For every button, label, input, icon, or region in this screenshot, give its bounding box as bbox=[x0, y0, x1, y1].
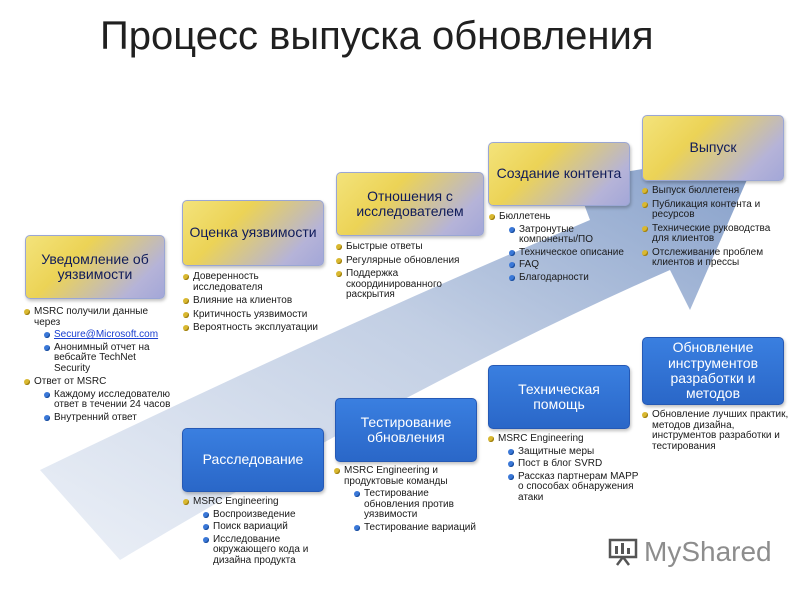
list-item: MSRC Engineering и продуктовые команды Т… bbox=[334, 465, 479, 534]
list-item: Обновление лучших практик, методов дизай… bbox=[642, 409, 792, 452]
stage-notification: Уведомление об уязвимости bbox=[25, 235, 165, 299]
list-item: Анонимный отчет на вебсайте TechNet Secu… bbox=[44, 342, 174, 375]
page-title: Процесс выпуска обновления bbox=[100, 14, 654, 58]
stage-label: Создание контента bbox=[496, 165, 622, 182]
list-item: Защитные меры bbox=[508, 446, 646, 458]
email-link[interactable]: Secure@Microsoft.com bbox=[54, 329, 159, 340]
list-item: Поддержка скоординированного раскрытия bbox=[336, 268, 481, 301]
list-item: Бюллетень Затронутые компоненты/ПО Техни… bbox=[489, 211, 629, 284]
list-item: Затронутые компоненты/ПО bbox=[509, 224, 629, 246]
stage-label: Техническая помощь bbox=[518, 380, 600, 412]
list-item: Благодарности bbox=[509, 272, 629, 284]
release-list: Выпуск бюллетеня Публикация контента и р… bbox=[642, 185, 786, 272]
list-item: Тестирование вариаций bbox=[354, 522, 479, 534]
list-item: Исследование окружающего кода и дизайна … bbox=[203, 534, 323, 567]
stage-assessment: Оценка уязвимости bbox=[182, 200, 324, 266]
stage-label: Тестирование обновления bbox=[360, 413, 452, 445]
stage-label: Отношения с исследователем bbox=[356, 187, 464, 219]
list-item: Быстрые ответы bbox=[336, 241, 481, 253]
notification-list: MSRC получили данные через Secure@Micros… bbox=[24, 306, 174, 426]
stage-label: Расследование bbox=[202, 451, 304, 468]
stage-tools: Обновление инструментов разработки и мет… bbox=[642, 337, 784, 405]
tools-list: Обновление лучших практик, методов дизай… bbox=[642, 409, 792, 455]
list-item: Критичность уязвимости bbox=[183, 309, 323, 321]
list-item[interactable]: Secure@Microsoft.com bbox=[44, 329, 174, 341]
list-item: Доверенность исследователя bbox=[183, 271, 323, 293]
stage-release: Выпуск bbox=[642, 115, 784, 181]
list-item: MSRC получили данные через Secure@Micros… bbox=[24, 306, 174, 375]
stage-label: Обновление инструментов разработки и мет… bbox=[667, 339, 759, 402]
stage-researcher: Отношения с исследователем bbox=[336, 172, 484, 236]
tech-help-list: MSRC Engineering Защитные меры Пост в бл… bbox=[488, 433, 646, 506]
list-item: Рассказ партнерам MAPP о способах обнару… bbox=[508, 471, 646, 504]
stage-investigation: Расследование bbox=[182, 428, 324, 492]
stage-tech-help: Техническая помощь bbox=[488, 365, 630, 429]
list-item: MSRC Engineering Защитные меры Пост в бл… bbox=[488, 433, 646, 504]
stage-label: Уведомление об уязвимости bbox=[41, 250, 149, 282]
list-item: Каждому исследователю ответ в течении 24… bbox=[44, 389, 174, 411]
logo-text: MyShared bbox=[644, 536, 772, 567]
list-item: Поиск вариаций bbox=[203, 521, 323, 533]
assessment-list: Доверенность исследователя Влияние на кл… bbox=[183, 271, 323, 337]
list-item: Техническое описание bbox=[509, 247, 629, 259]
list-item: FAQ bbox=[509, 259, 629, 271]
list-item: Ответ от MSRC Каждому исследователю отве… bbox=[24, 376, 174, 424]
list-item: Тестирование обновления против уязвимост… bbox=[354, 488, 479, 521]
list-item: MSRC Engineering Воспроизведение Поиск в… bbox=[183, 496, 323, 567]
list-item: Внутренний ответ bbox=[44, 412, 174, 424]
stage-content: Создание контента bbox=[488, 142, 630, 206]
list-item: Влияние на клиентов bbox=[183, 295, 323, 307]
content-list: Бюллетень Затронутые компоненты/ПО Техни… bbox=[489, 211, 629, 286]
list-item: Отслеживание проблем клиентов и прессы bbox=[642, 247, 786, 269]
list-item: Публикация контента и ресурсов bbox=[642, 199, 786, 221]
list-item: Выпуск бюллетеня bbox=[642, 185, 786, 197]
list-item: Вероятность эксплуатации bbox=[183, 322, 323, 334]
list-item: Регулярные обновления bbox=[336, 255, 481, 267]
stage-label: Оценка уязвимости bbox=[189, 224, 317, 241]
stage-testing: Тестирование обновления bbox=[335, 398, 477, 462]
investigation-list: MSRC Engineering Воспроизведение Поиск в… bbox=[183, 496, 323, 569]
testing-list: MSRC Engineering и продуктовые команды Т… bbox=[334, 465, 479, 536]
stage-label: Выпуск bbox=[689, 139, 737, 156]
researcher-list: Быстрые ответы Регулярные обновления Под… bbox=[336, 241, 481, 304]
presentation-board-icon bbox=[608, 538, 638, 566]
list-item: Технические руководства для клиентов bbox=[642, 223, 786, 245]
list-item: Воспроизведение bbox=[203, 509, 323, 521]
list-item: Пост в блог SVRD bbox=[508, 458, 646, 470]
logo: MyShared bbox=[608, 536, 772, 568]
